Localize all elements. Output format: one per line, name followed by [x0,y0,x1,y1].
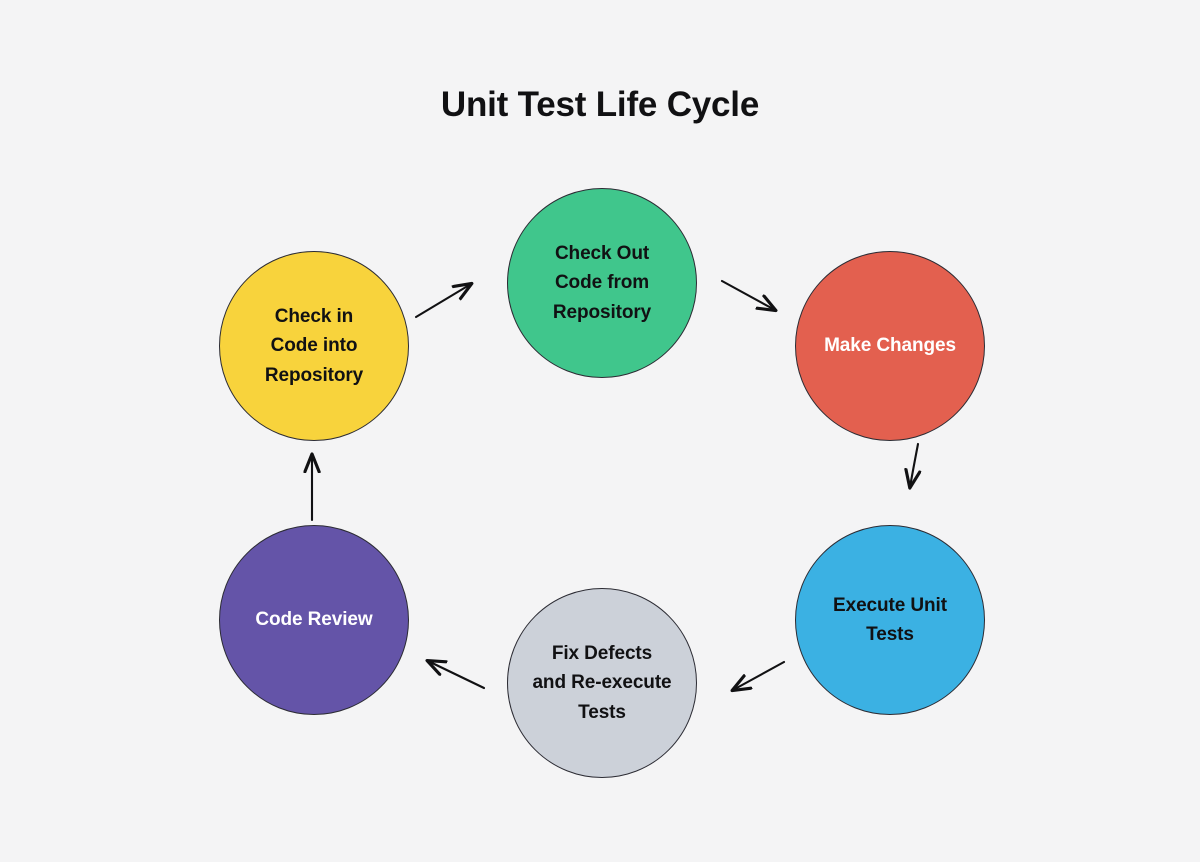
node-fix-defects[interactable]: Fix Defects and Re-execute Tests [507,588,697,778]
node-check-in-code[interactable]: Check in Code into Repository [219,251,409,441]
node-check-out-code[interactable]: Check Out Code from Repository [507,188,697,378]
node-label-execute-unit-tests: Execute Unit Tests [833,594,947,645]
page-title: Unit Test Life Cycle [440,85,760,124]
node-label-check-out-code: Check Out Code from Repository [552,242,652,323]
arrow-executetests-to-fixdefects [733,660,786,690]
node-label-code-review: Code Review [255,609,373,631]
arrow-fixdefects-to-codereview [428,661,486,690]
node-label-fix-defects: Fix Defects and Re-execute Tests [532,642,672,723]
node-label-make-changes: Make Changes [824,335,956,357]
node-code-review[interactable]: Code Review [219,525,409,715]
node-make-changes[interactable]: Make Changes [795,251,985,441]
node-label-check-in-code: Check in Code into Repository [264,305,364,386]
node-execute-unit-tests[interactable]: Execute Unit Tests [795,525,985,715]
arrow-checkin-to-checkout [414,284,471,319]
arrow-checkout-to-makechanges [720,279,775,310]
arrow-makechanges-to-executetests [910,442,918,487]
